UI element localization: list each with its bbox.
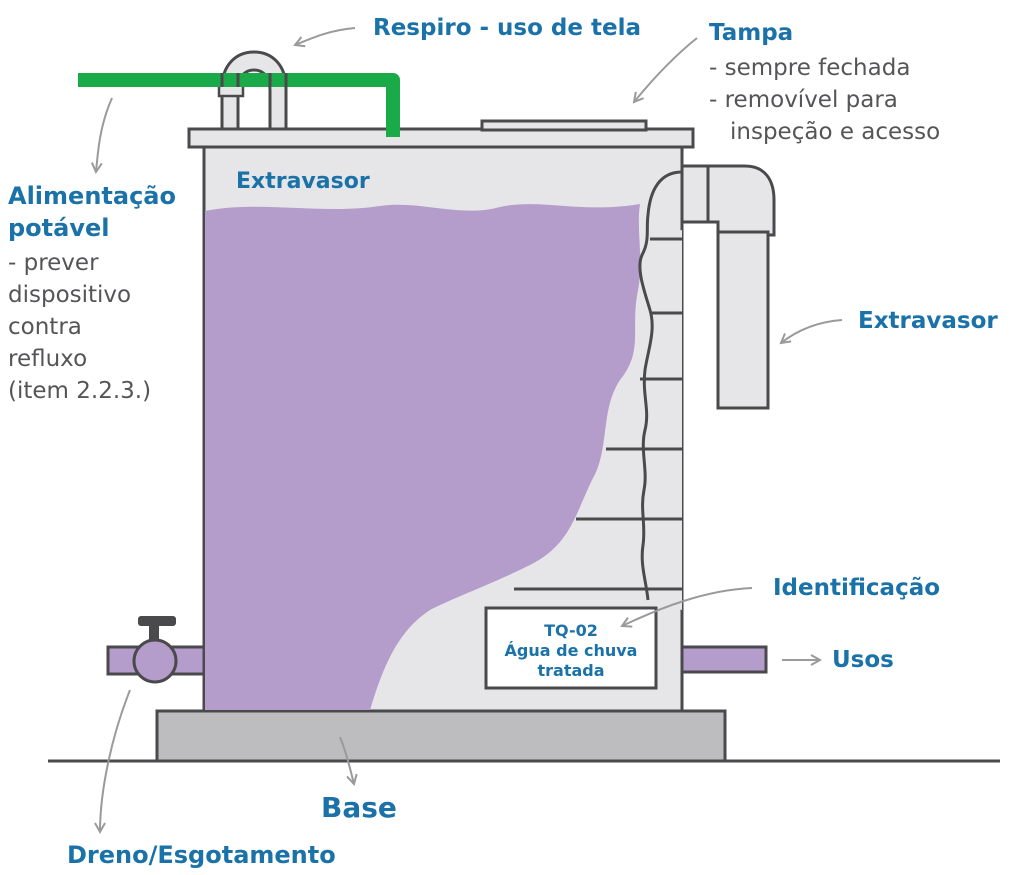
tampa-lid xyxy=(480,119,648,132)
label-alimentacao-line-4: refluxo xyxy=(8,346,87,372)
label-tampa-title: Tampa xyxy=(709,20,793,46)
extravasor-side-arrow xyxy=(779,319,843,345)
identification-plate: TQ-02 Água de chuva tratada xyxy=(484,606,658,690)
label-alimentacao-title-1: Alimentação xyxy=(8,182,176,210)
potable-feed-pipe xyxy=(78,73,400,137)
respiro-vent xyxy=(217,50,288,131)
overflow-pipe xyxy=(638,164,776,610)
plate-line-2: Água de chuva xyxy=(505,641,638,660)
label-extravasor-inside: Extravasor xyxy=(236,169,370,194)
tank-base xyxy=(155,709,727,763)
drain-valve xyxy=(132,616,178,684)
dreno-arrow xyxy=(94,689,131,835)
label-dreno: Dreno/Esgotamento xyxy=(67,841,336,869)
label-tampa-line2: - removível para xyxy=(709,87,898,113)
base-arrow xyxy=(339,736,358,786)
tank-lid-rim xyxy=(187,127,695,149)
identificacao-arrow xyxy=(620,587,753,628)
label-alimentacao-line-5: (item 2.2.3.) xyxy=(8,378,151,404)
label-alimentacao-line-3: contra xyxy=(8,314,82,340)
label-base: Base xyxy=(321,791,397,824)
plate-line-3: tratada xyxy=(537,661,604,680)
label-tampa-line3: inspeção e acesso xyxy=(730,119,940,145)
label-tampa-line1: - sempre fechada xyxy=(709,55,910,81)
alimentacao-arrow xyxy=(90,97,113,175)
label-alimentacao-line-2: dispositivo xyxy=(8,282,131,308)
label-alimentacao-line-1: - prever xyxy=(8,250,99,276)
respiro-arrow xyxy=(293,27,356,48)
label-identificacao: Identificação xyxy=(773,575,940,601)
water-volume xyxy=(205,204,641,710)
label-respiro: Respiro - uso de tela xyxy=(373,15,641,41)
label-usos: Usos xyxy=(832,647,894,673)
usos-pipe xyxy=(680,645,768,674)
tampa-arrow xyxy=(632,37,698,104)
ladder-rungs xyxy=(514,237,682,591)
leader-arrows xyxy=(90,27,843,835)
label-alimentacao-title-2: potável xyxy=(8,214,109,242)
plate-line-1: TQ-02 xyxy=(544,621,598,640)
label-extravasor-side: Extravasor xyxy=(858,308,998,334)
